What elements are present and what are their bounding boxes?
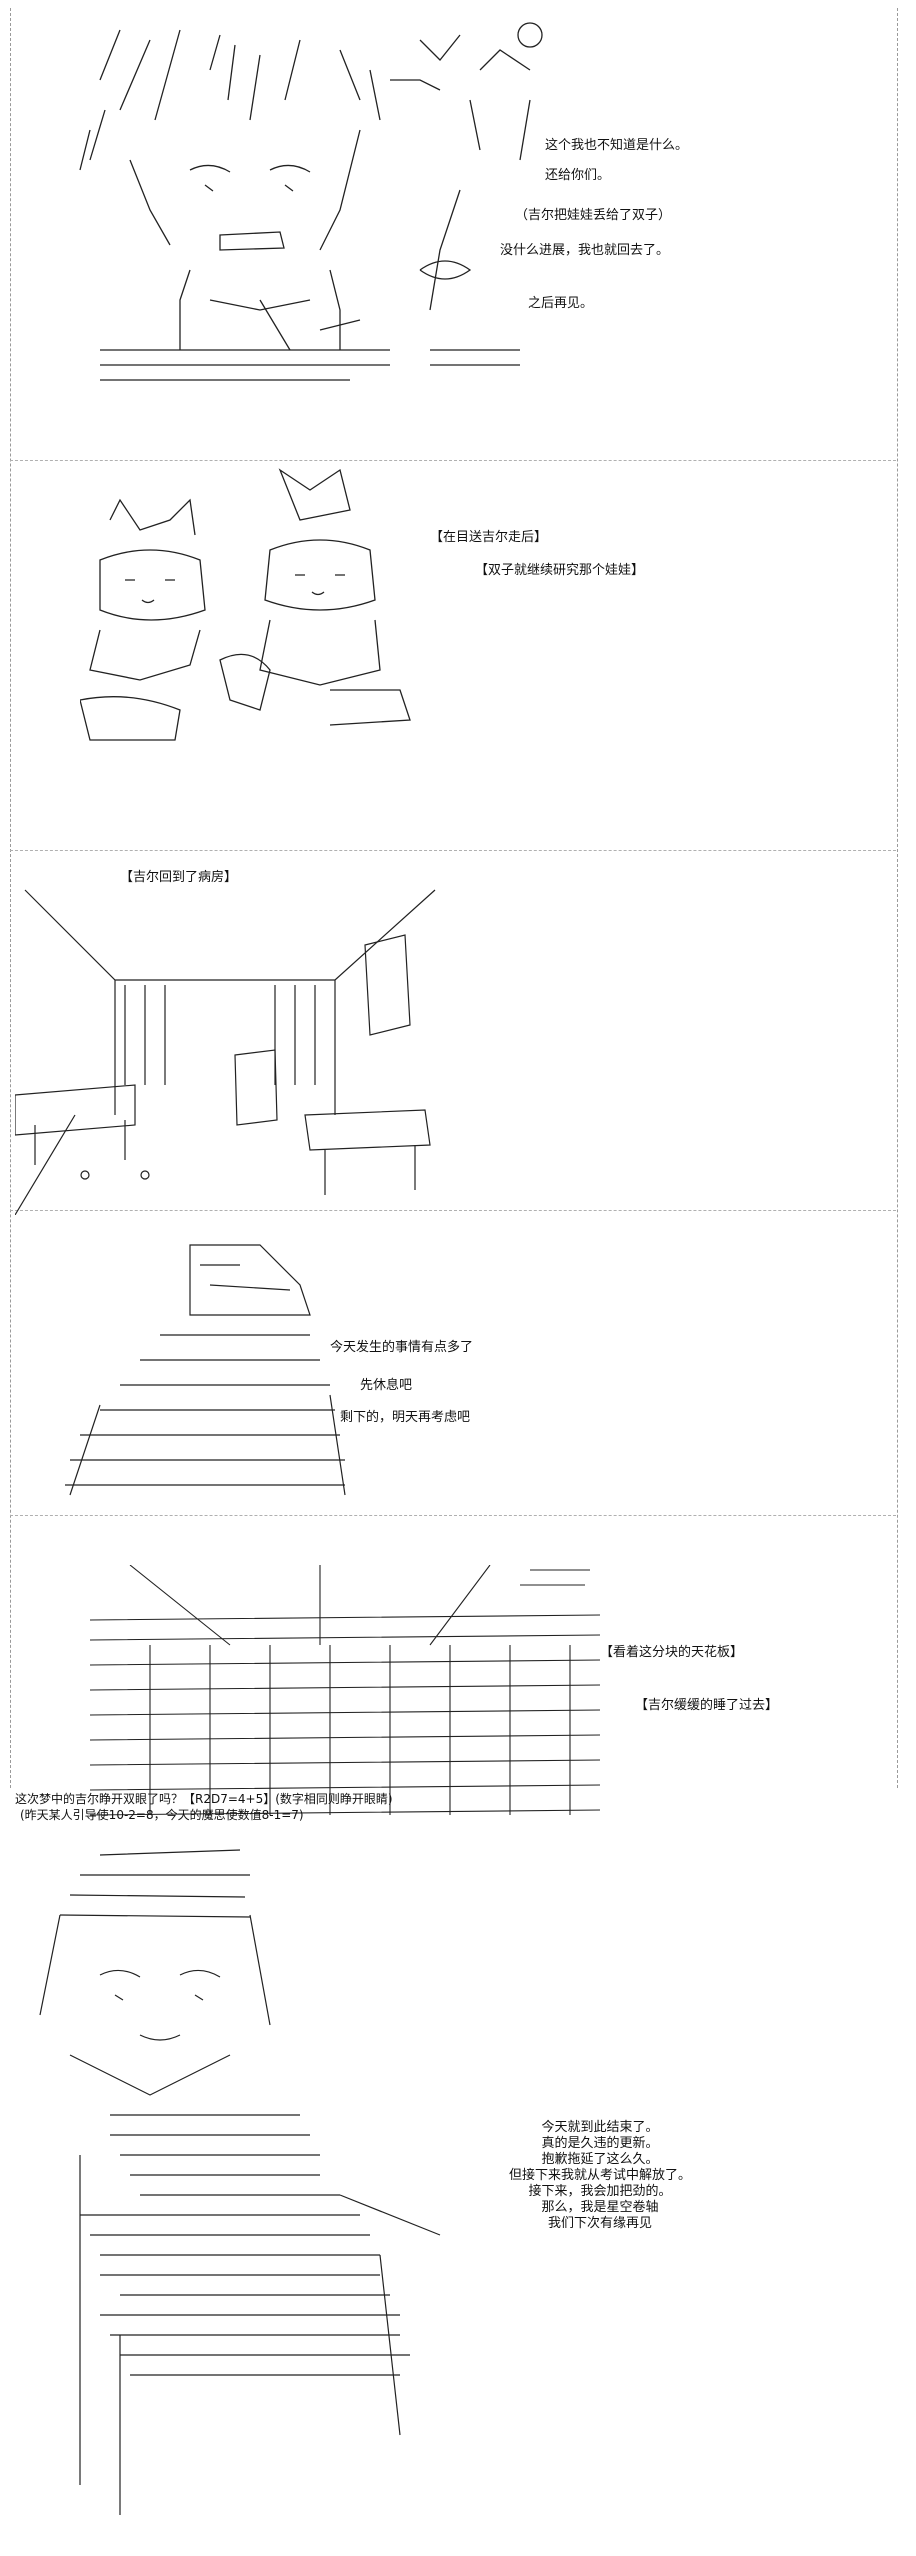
closing-line: 但接下来我就从考试中解放了。	[508, 2168, 691, 2183]
hospital-room-ascii-art	[15, 885, 455, 1215]
narration-line: 【看着这分块的天花板】	[600, 1645, 744, 1660]
closing-line: 那么，我是星空卷轴	[541, 2200, 659, 2215]
author-character-ascii-art	[20, 1835, 450, 2535]
roll-line: 这次梦中的吉尔睁开双眼了吗？【R2D7=4+5】(数字相同则睁开眼睛)	[15, 1792, 393, 1806]
dialogue-line: 之后再见。	[528, 296, 594, 311]
dialogue-line: 还给你们。	[545, 168, 611, 183]
dialogue-line: 没什么进展，我也就回去了。	[500, 243, 670, 258]
panel-divider	[10, 850, 896, 851]
dialogue-line: （吉尔把娃娃丢给了双子）	[515, 208, 672, 223]
closing-message: 今天就到此结束了。 真的是久违的更新。 抱歉拖延了这么久。 但接下来我就从考试中…	[470, 2120, 730, 2232]
closing-line: 抱歉拖延了这么久。	[541, 2152, 659, 2167]
closing-line: 接下来，我会加把劲的。	[528, 2184, 672, 2199]
narration-line: 【双子就继续研究那个娃娃】	[475, 563, 645, 578]
narration-line: 【在目送吉尔走后】	[430, 530, 548, 545]
closing-line: 今天就到此结束了。	[541, 2120, 659, 2135]
page-frame	[10, 8, 898, 1788]
twins-ascii-art	[80, 460, 450, 770]
closing-line: 我们下次有缘再见	[547, 2216, 652, 2231]
gil-ascii-art	[60, 10, 580, 410]
panel-divider	[10, 1210, 896, 1211]
roll-note: (昨天某人引导使10-2=8，今天的魔思使数值8-1=7)	[20, 1808, 304, 1822]
dialogue-line: 今天发生的事情有点多了	[330, 1340, 474, 1355]
panel-divider	[10, 1515, 896, 1516]
ceiling-ascii-art	[90, 1565, 600, 1830]
dialogue-line: 剩下的，明天再考虑吧	[340, 1410, 471, 1425]
narration-line: 【吉尔回到了病房】	[120, 870, 238, 885]
closing-line: 真的是久违的更新。	[541, 2136, 659, 2151]
narration-line: 【吉尔缓缓的睡了过去】	[635, 1698, 779, 1713]
dialogue-line: 先休息吧	[360, 1378, 413, 1393]
panel-divider	[10, 460, 896, 461]
gil-in-bed-ascii-art	[60, 1235, 350, 1525]
dialogue-line: 这个我也不知道是什么。	[545, 138, 689, 153]
